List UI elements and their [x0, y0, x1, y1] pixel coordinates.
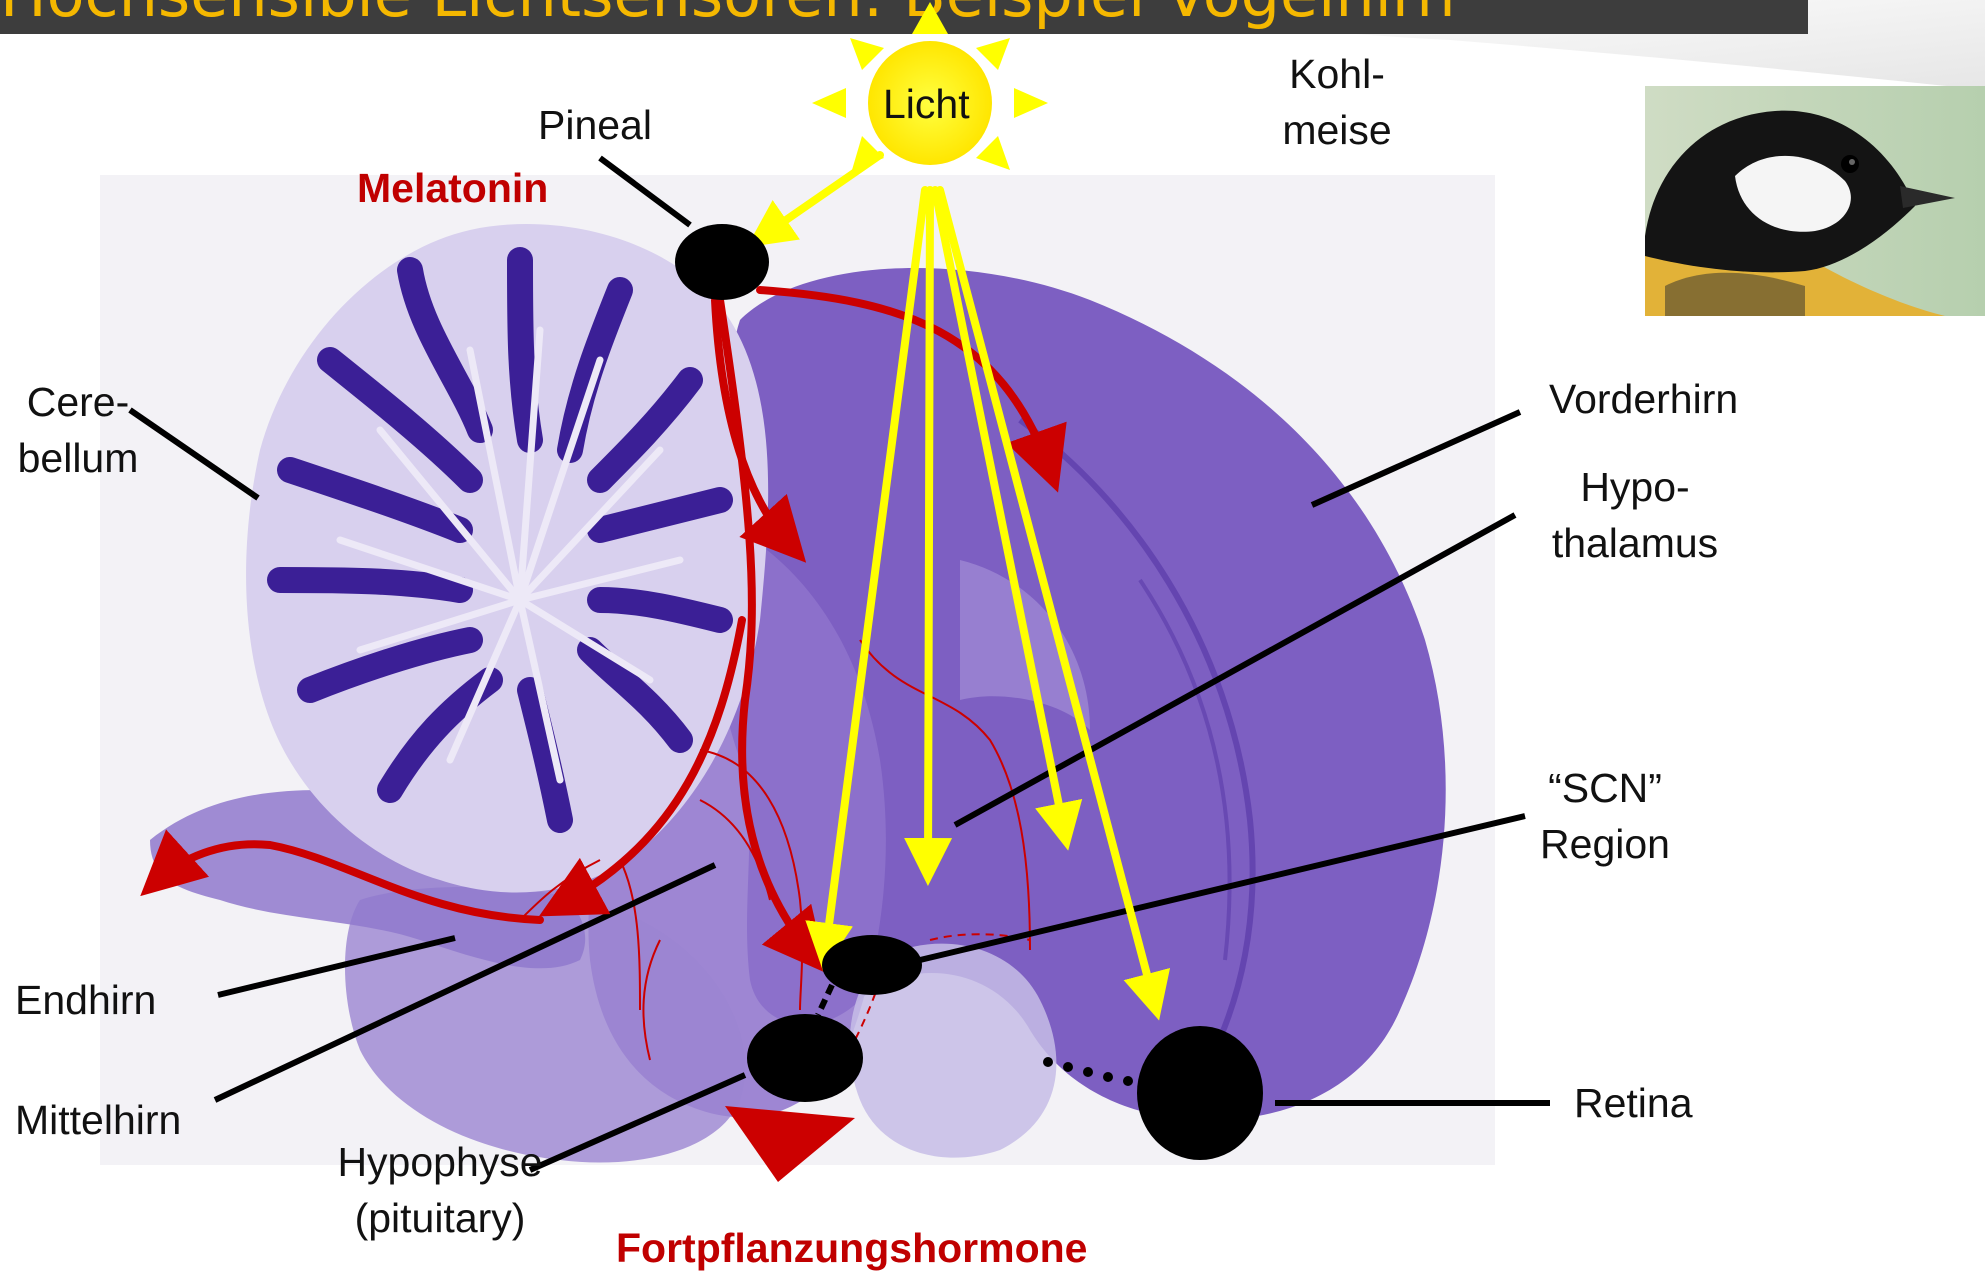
hypothalamus-label-line1: Hypo-: [1525, 459, 1745, 515]
scn-nucleus: [822, 935, 922, 995]
cerebellum-label-line1: Cere-: [8, 374, 148, 430]
great-tit-bird-photo: [1645, 86, 1985, 316]
vorderhirn-label: Vorderhirn: [1549, 371, 1738, 427]
endhirn-label: Endhirn: [15, 972, 156, 1028]
hypophyse-label: Hypophyse (pituitary): [320, 1134, 560, 1246]
cerebellum-label: Cere- bellum: [8, 374, 148, 486]
scn-region-label-line1: “SCN”: [1520, 760, 1690, 816]
scn-region-label-line2: Region: [1520, 816, 1690, 872]
fortpflanzungshormone-label: Fortpflanzungshormone: [616, 1220, 1087, 1276]
pineal-label: Pineal: [538, 97, 652, 153]
cerebellum-label-line2: bellum: [8, 430, 148, 486]
hypophyse-label-line2: (pituitary): [320, 1190, 560, 1246]
retina-label: Retina: [1574, 1075, 1693, 1131]
hypothalamus-label-line2: thalamus: [1525, 515, 1745, 571]
kohlmeise-label-line1: Kohl-: [1262, 46, 1412, 102]
kohlmeise-label: Kohl- meise: [1262, 46, 1412, 158]
hypophyse-label-line1: Hypophyse: [320, 1134, 560, 1190]
light-arrow-hypothalamus: [928, 190, 930, 870]
kohlmeise-label-line2: meise: [1262, 102, 1412, 158]
mittelhirn-label: Mittelhirn: [15, 1092, 181, 1148]
melatonin-label: Melatonin: [357, 160, 548, 216]
scn-region-label: “SCN” Region: [1520, 760, 1690, 872]
licht-label: Licht: [883, 76, 970, 132]
pineal-nucleus: [675, 224, 769, 300]
pituitary-nucleus: [747, 1014, 863, 1102]
retina-nucleus: [1137, 1026, 1263, 1160]
hypothalamus-label: Hypo- thalamus: [1525, 459, 1745, 571]
